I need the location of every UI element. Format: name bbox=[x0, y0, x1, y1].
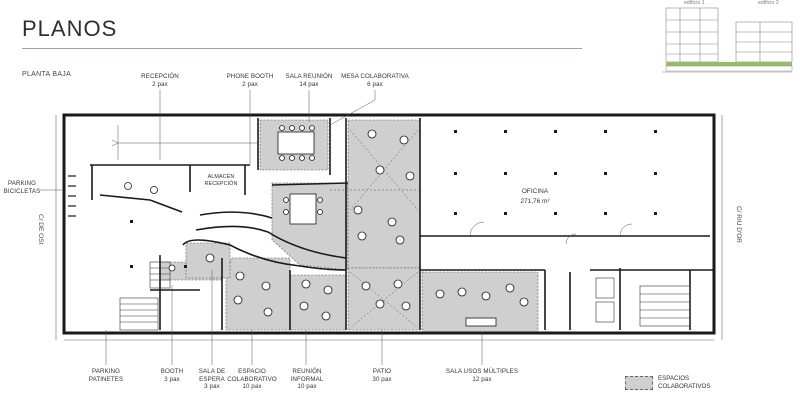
title-divider bbox=[22, 48, 582, 49]
thumb-label-left: edificio 1 bbox=[684, 0, 705, 6]
zone-espacio-colaborativo bbox=[225, 257, 291, 331]
zone-reunion-informal bbox=[289, 274, 347, 331]
zone-patio-lower bbox=[347, 267, 421, 331]
legend-swatch bbox=[625, 376, 653, 390]
thumb-label-right: edificio 2 bbox=[758, 0, 779, 6]
zone-patio-upper bbox=[347, 119, 421, 269]
street-left: C/ DE OSI bbox=[37, 214, 44, 245]
street-right: C/ RIU D'OR bbox=[735, 206, 742, 243]
page-title: PLANOS bbox=[22, 16, 118, 41]
floor-subtitle: PLANTA BAJA bbox=[22, 71, 72, 78]
